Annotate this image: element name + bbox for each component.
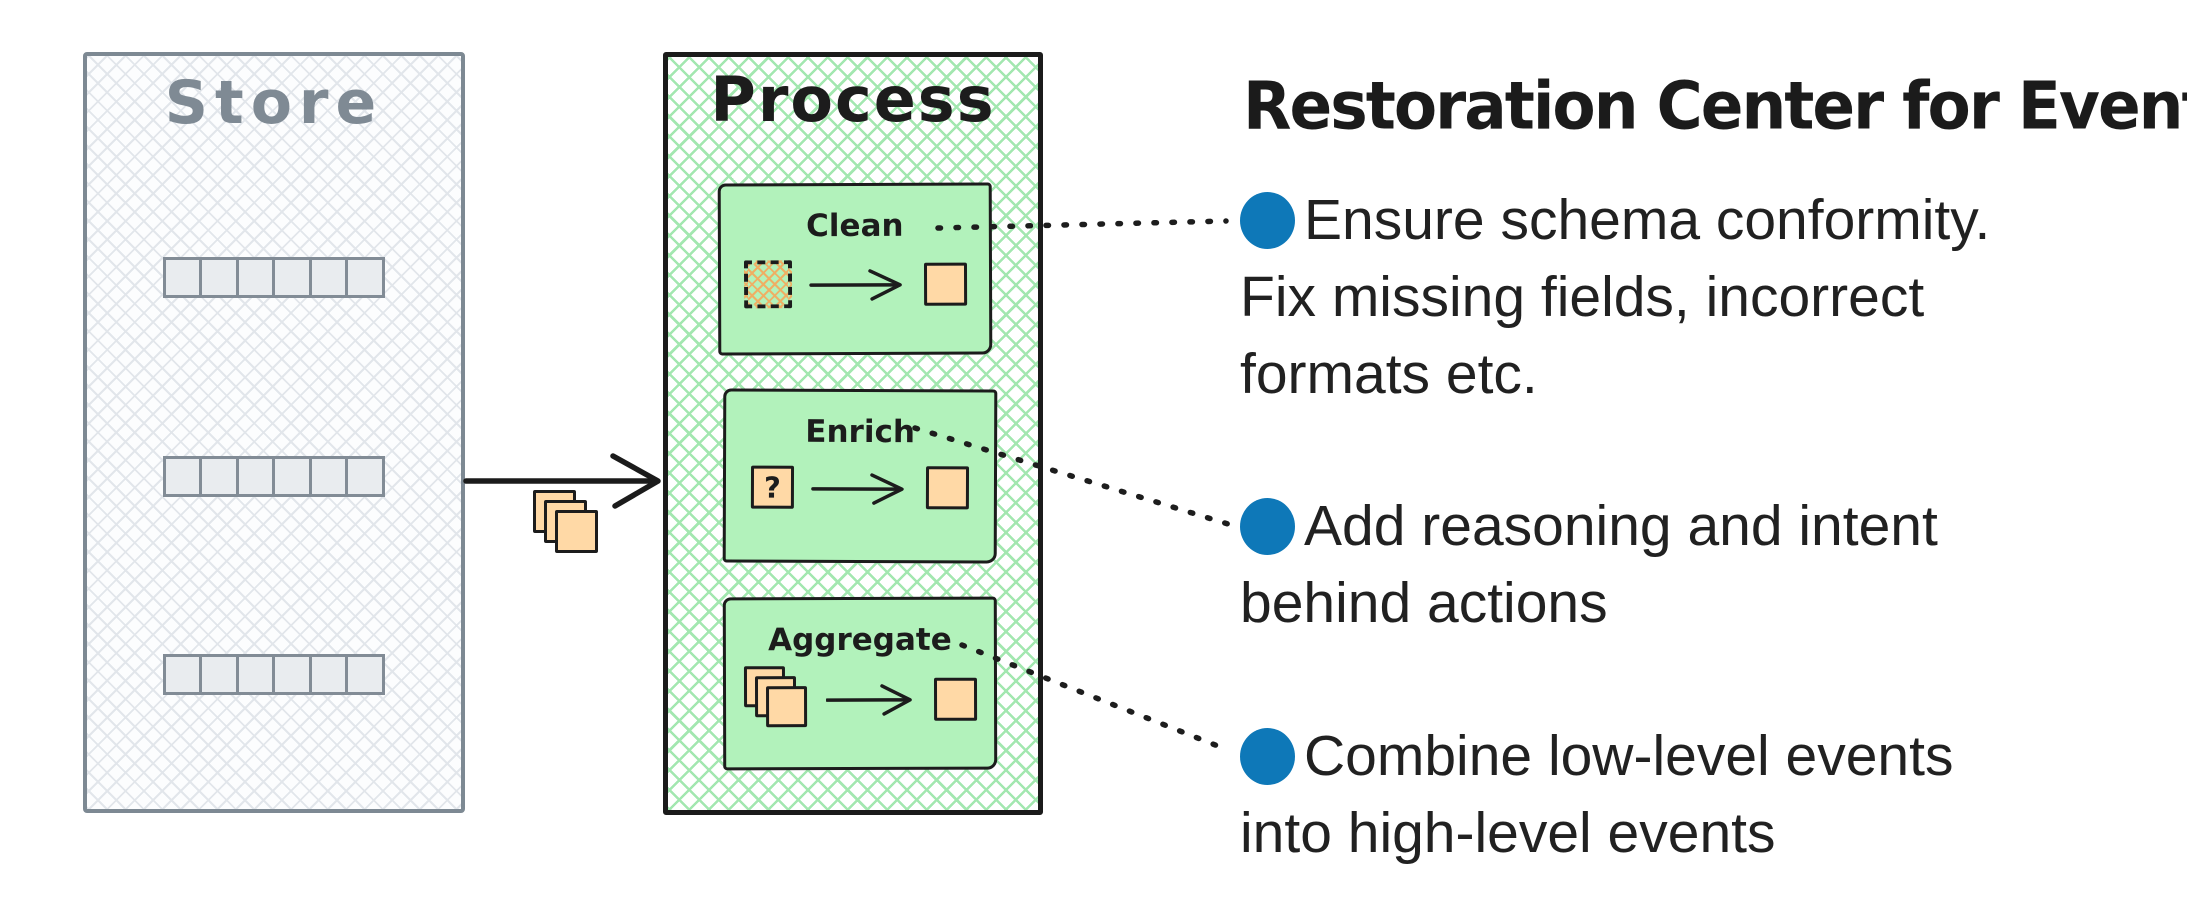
step-box-enrich: Enrich ? xyxy=(722,388,998,564)
bullet-line: into high-level events xyxy=(1240,801,1776,865)
step-label-aggregate: Aggregate xyxy=(768,621,952,659)
step-box-clean: Clean xyxy=(717,182,993,356)
record-cell xyxy=(235,456,276,497)
record-cell xyxy=(162,456,203,497)
store-title: Store xyxy=(164,68,384,138)
record-cell xyxy=(345,456,386,497)
record-cell xyxy=(199,456,240,497)
process-box: Process Clean Enrich ? xyxy=(663,52,1043,815)
bullet-enrich: Add reasoning and intent behind actions xyxy=(1240,488,2100,642)
record-cell xyxy=(199,257,240,298)
record-cell xyxy=(272,654,313,695)
blue-dot-icon xyxy=(1240,498,1295,555)
bullet-line: formats etc. xyxy=(1240,342,1538,406)
unknown-event-icon: ? xyxy=(750,465,795,509)
bullet-line: Fix missing fields, incorrect xyxy=(1240,265,1925,329)
event-square-icon xyxy=(555,510,598,553)
clean-event-icon xyxy=(923,262,967,306)
bullet-clean: Ensure schema conformity. Fix missing fi… xyxy=(1240,182,2100,413)
record-cell xyxy=(308,456,349,497)
dirty-event-icon xyxy=(743,260,792,309)
step-box-aggregate: Aggregate xyxy=(722,596,998,771)
step-label-clean: Clean xyxy=(806,207,904,245)
events-stack-icon xyxy=(533,490,603,560)
event-square-icon xyxy=(765,686,807,728)
panel-title: Restoration Center for Events xyxy=(1243,68,2187,144)
store-box: Store xyxy=(83,52,465,813)
low-level-events-stack-icon xyxy=(743,666,809,732)
right-arrow-icon xyxy=(825,684,912,716)
record-cell xyxy=(162,654,203,695)
bullet-aggregate: Combine low-level events into high-level… xyxy=(1240,718,2100,872)
bullet-line: Ensure schema conformity. xyxy=(1304,188,1991,252)
record-cell xyxy=(308,257,349,298)
right-arrow-icon xyxy=(808,269,902,301)
blue-dot-icon xyxy=(1240,192,1295,249)
process-title: Process xyxy=(710,63,996,136)
store-record-row xyxy=(87,654,461,695)
record-cell xyxy=(345,257,386,298)
high-level-event-icon xyxy=(933,677,977,721)
step-label-enrich: Enrich xyxy=(805,413,916,451)
record-cell xyxy=(235,257,276,298)
bullet-line: Combine low-level events xyxy=(1304,724,1954,788)
record-cell xyxy=(235,654,276,695)
record-cell xyxy=(272,257,313,298)
enriched-event-icon xyxy=(925,466,970,510)
record-cell xyxy=(199,654,240,695)
enrich-icon-row: ? xyxy=(726,465,994,510)
record-cell xyxy=(308,654,349,695)
right-arrow-icon xyxy=(811,472,904,505)
record-cell xyxy=(162,257,203,298)
bullet-line: Add reasoning and intent xyxy=(1304,494,1938,558)
record-cell xyxy=(272,456,313,497)
aggregate-icon-row xyxy=(726,666,994,733)
blue-dot-icon xyxy=(1240,728,1295,785)
store-record-row xyxy=(87,257,461,298)
bullet-line: behind actions xyxy=(1240,571,1608,635)
store-record-row xyxy=(87,456,461,497)
record-cell xyxy=(345,654,386,695)
clean-icon-row xyxy=(721,260,989,309)
